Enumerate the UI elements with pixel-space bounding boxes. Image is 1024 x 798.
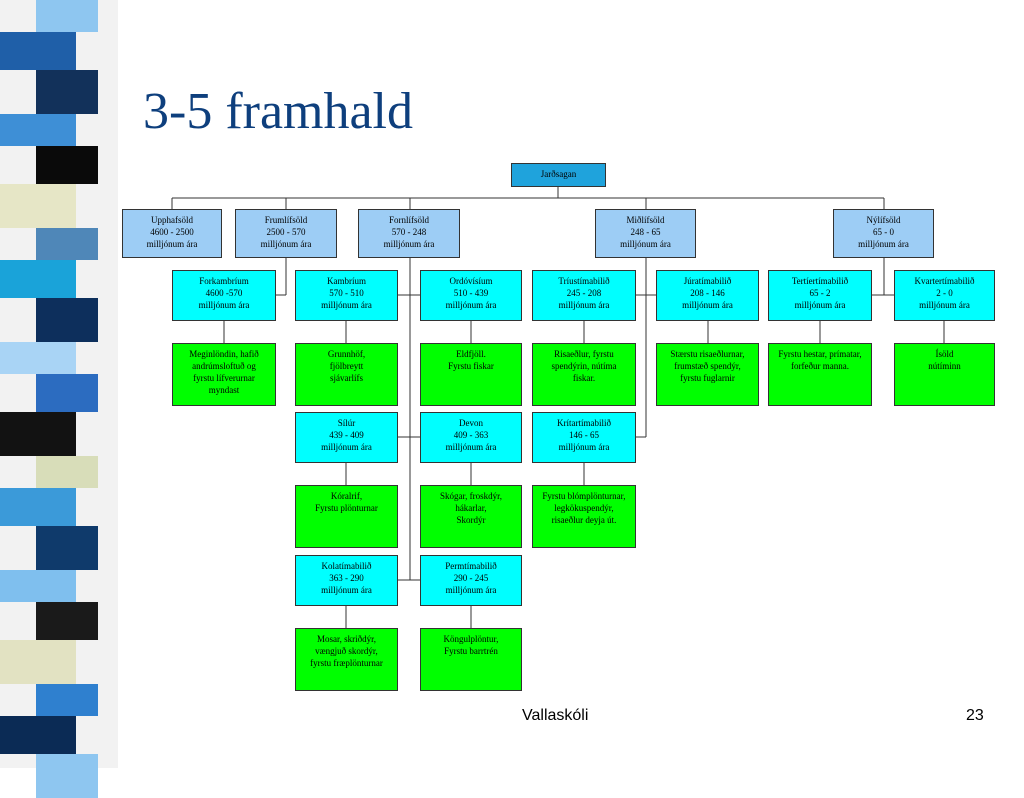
decorative-stripe [0,640,76,684]
period-node: Ordóvísíum 510 - 439 milljónum ára [420,270,522,321]
period-node: Krítartímabilið 146 - 65 milljónum ára [532,412,636,463]
decorative-stripe [0,342,76,374]
footer-school-name: Vallaskóli [522,707,589,724]
page-number: 23 [966,707,984,724]
decorative-stripe [0,412,76,456]
event-node: Skógar, froskdýr, hákarlar, Skordýr [420,485,522,548]
decorative-stripe [36,70,98,114]
decorative-stripe [0,570,76,602]
event-node: Mosar, skriðdýr, vængjuð skordýr, fyrstu… [295,628,398,691]
period-node: Tertíertímabilið 65 - 2 milljónum ára [768,270,872,321]
period-node: Sílúr 439 - 409 milljónum ára [295,412,398,463]
event-node: Risaeðlur, fyrstu spendýrin, nútíma fisk… [532,343,636,406]
decorative-stripe [36,526,98,570]
period-node: Forkambríum 4600 -570 milljónum ára [172,270,276,321]
decorative-stripe-band [0,0,118,798]
era-node: Upphafsöld 4600 - 2500 milljónum ára [122,209,222,258]
era-node: Frumlífsöld 2500 - 570 milljónum ára [235,209,337,258]
era-node: Miðlífsöld 248 - 65 milljónum ára [595,209,696,258]
period-node: Kvartertímabilið 2 - 0 milljónum ára [894,270,995,321]
decorative-stripe [36,602,98,640]
period-node: Permtímabilið 290 - 245 milljónum ára [420,555,522,606]
decorative-stripe [36,684,98,716]
period-node: Kambríum 570 - 510 milljónum ára [295,270,398,321]
event-node: Grunnhöf, fjölbreytt sjávarlífs [295,343,398,406]
period-node: Júratímabilið 208 - 146 milljónum ára [656,270,759,321]
era-node: Fornlífsöld 570 - 248 milljónum ára [358,209,460,258]
period-node: Kolatímabilið 363 - 290 milljónum ára [295,555,398,606]
slide-title: 3-5 framhald [143,83,414,140]
event-node: Meginlöndin, hafið andrúmsloftuð og fyrs… [172,343,276,406]
period-node: Devon 409 - 363 milljónum ára [420,412,522,463]
event-node: Köngulplöntur, Fyrstu barrtrén [420,628,522,691]
event-node: Kóralrif, Fyrstu plönturnar [295,485,398,548]
decorative-stripe [0,488,76,526]
decorative-stripe [0,716,76,754]
decorative-stripe [36,146,98,184]
decorative-stripe [0,32,76,70]
event-node: Stærstu risaeðlurnar, frumstæð spendýr, … [656,343,759,406]
decorative-stripe [0,114,76,146]
decorative-stripe [0,184,76,228]
decorative-stripe [0,260,76,298]
period-node: Tríustímabilið 245 - 208 milljónum ára [532,270,636,321]
event-node: Fyrstu blómplönturnar, legkökuspendýr, r… [532,485,636,548]
decorative-stripe [36,228,98,260]
event-node: Ísöld nútíminn [894,343,995,406]
event-node: Eldfjöll. Fyrstu fiskar [420,343,522,406]
decorative-stripe [36,298,98,342]
event-node: Fyrstu hestar, prímatar, forfeður manna. [768,343,872,406]
era-node: Nýlífsöld 65 - 0 milljónum ára [833,209,934,258]
root-node: Jarðsagan [511,163,606,187]
decorative-stripe [36,456,98,488]
connector-lines [171,186,945,628]
decorative-stripe [36,374,98,412]
decorative-stripe [36,0,98,32]
